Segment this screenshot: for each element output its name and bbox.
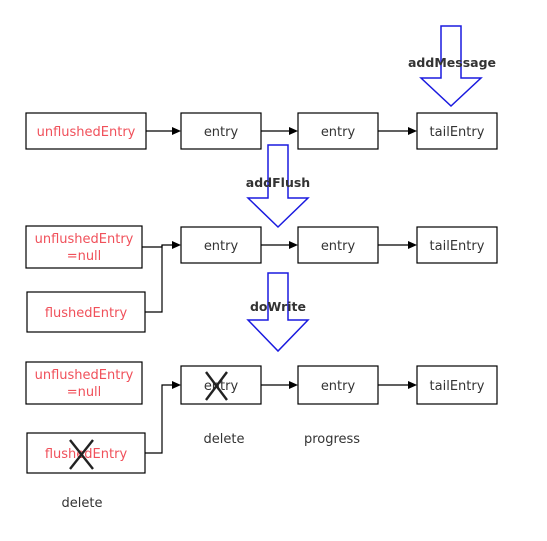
unflushed-entry-label: unflushedEntry	[35, 368, 134, 383]
flushed-entry-label: flushedEntry	[45, 447, 128, 462]
pointer-arrow-head	[172, 127, 181, 135]
do-write-operation: doWrite	[246, 272, 310, 353]
entry-label: entry	[321, 379, 356, 394]
entry-label: entry	[321, 239, 356, 254]
add-flush-operation: addFlush	[246, 144, 310, 229]
add-message-operation: addMessage	[408, 25, 496, 108]
tail-entry-box	[416, 226, 498, 264]
cross-icon	[69, 439, 94, 470]
unflushed-entry-label: unflushedEntry	[37, 125, 136, 140]
tail-entry-label: tailEntry	[430, 125, 485, 140]
pointer-arrow-line	[145, 384, 174, 454]
row-3: unflushedEntry =null flushedEntry entry …	[25, 361, 498, 511]
entry-box	[297, 112, 379, 150]
down-arrow-icon	[246, 272, 310, 353]
pointer-arrow-head	[289, 127, 298, 135]
unflushed-entry-null-box	[25, 361, 143, 405]
entry-label: entry	[204, 239, 239, 254]
tail-entry-box	[416, 112, 498, 150]
pointer-arrow-head	[408, 241, 417, 249]
tail-entry-label: tailEntry	[430, 379, 485, 394]
null-value-label: =null	[67, 249, 102, 264]
pointer-arrow-head	[172, 241, 181, 249]
add-message-label: addMessage	[408, 55, 496, 70]
flushed-delete-label: delete	[62, 496, 103, 511]
tail-entry-label: tailEntry	[430, 239, 485, 254]
pointer-arrow-head	[172, 381, 181, 389]
null-value-label: =null	[67, 385, 102, 400]
unflushed-entry-box	[25, 112, 147, 150]
cross-icon	[205, 371, 228, 401]
entry-box	[180, 226, 262, 264]
pointer-arrow-line	[145, 245, 163, 313]
tail-entry-box	[416, 365, 498, 405]
add-flush-label: addFlush	[246, 175, 310, 190]
entry-label: entry	[204, 125, 239, 140]
down-arrow-icon	[246, 144, 310, 229]
entry-delete-label: delete	[204, 432, 245, 447]
flushed-entry-label: flushedEntry	[45, 306, 128, 321]
unflushed-entry-null-box	[25, 225, 143, 269]
pointer-arrow-head	[408, 381, 417, 389]
entry-box	[297, 365, 379, 405]
progress-label: progress	[304, 432, 360, 447]
row-1: unflushedEntry entry entry tailEntry	[25, 112, 498, 150]
pointer-arrow-head	[289, 241, 298, 249]
do-write-label: doWrite	[250, 299, 306, 314]
pointer-arrow-line	[142, 244, 174, 248]
down-arrow-icon	[419, 25, 483, 108]
pointer-arrow-head	[408, 127, 417, 135]
pointer-arrow-head	[289, 381, 298, 389]
entry-box	[180, 112, 262, 150]
row-2: unflushedEntry =null flushedEntry entry …	[25, 225, 498, 333]
entry-label: entry	[321, 125, 356, 140]
unflushed-entry-label: unflushedEntry	[35, 232, 134, 247]
entry-box	[180, 365, 262, 405]
flushed-entry-box	[26, 432, 146, 474]
